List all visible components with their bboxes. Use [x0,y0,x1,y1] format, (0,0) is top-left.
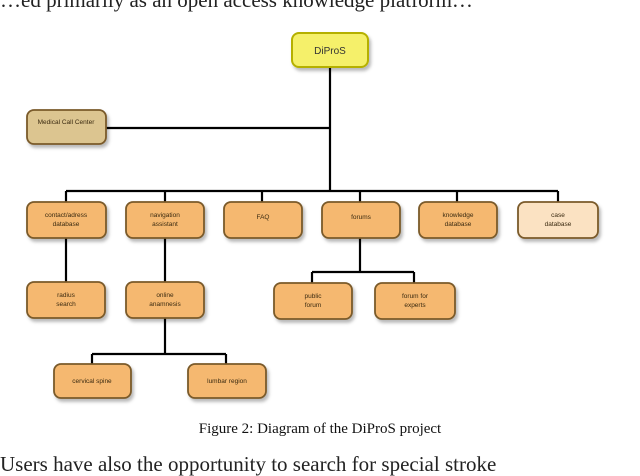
node-contact-line2: database [53,221,80,228]
node-online-line1: online [156,292,174,299]
node-navigation-assistant: navigation assistant [125,201,205,239]
node-knowledge-database: knowledge database [418,201,498,239]
node-forums: forums [321,201,401,239]
node-cervical-spine: cervical spine [53,363,132,399]
node-knowledge-line2: database [445,221,472,228]
node-dipros-label: DiProS [314,46,346,57]
node-radius-line2: search [56,301,76,308]
node-navigation-line2: assistant [152,221,178,228]
node-medical-call-center-label: Medical Call Center [38,119,96,126]
dipros-diagram: DiProS Medical Call Center contact/adres… [26,32,599,399]
node-public-line1: public [305,293,323,300]
node-medical-call-center: Medical Call Center [26,109,107,145]
node-faq-label: FAQ [256,214,269,221]
node-forum-for-experts: forum for experts [374,282,456,320]
node-cervical-label: cervical spine [72,378,112,385]
node-public-forum: public forum [273,282,353,320]
node-experts-line2: experts [404,302,426,309]
node-case-line2: database [545,221,572,228]
node-radius-search: radius search [26,281,106,319]
node-contact-line1: contact/adress [45,212,88,219]
node-case-line1: case [551,212,565,219]
node-knowledge-line1: knowledge [442,212,473,219]
node-forums-label: forums [351,214,372,221]
cut-off-top-text: …ed primarily as an open access knowledg… [0,0,473,12]
node-dipros: DiProS [291,32,369,68]
node-radius-line1: radius [57,292,75,299]
figure-caption: Figure 2: Diagram of the DiProS project [198,421,442,437]
node-online-line2: anamnesis [149,301,181,308]
node-lumbar-region: lumbar region [187,363,267,399]
node-contact-adress-database: contact/adress database [26,201,107,239]
node-faq: FAQ [223,201,303,239]
node-case-database: case database [517,201,599,239]
node-experts-line1: forum for [402,293,429,300]
cut-off-bottom-text: Users have also the opportunity to searc… [0,452,497,476]
node-online-anamnesis: online anamnesis [125,281,205,319]
connector-lines [64,67,560,364]
node-navigation-line1: navigation [150,212,180,219]
node-lumbar-label: lumbar region [207,378,247,385]
node-public-line2: forum [305,302,322,309]
